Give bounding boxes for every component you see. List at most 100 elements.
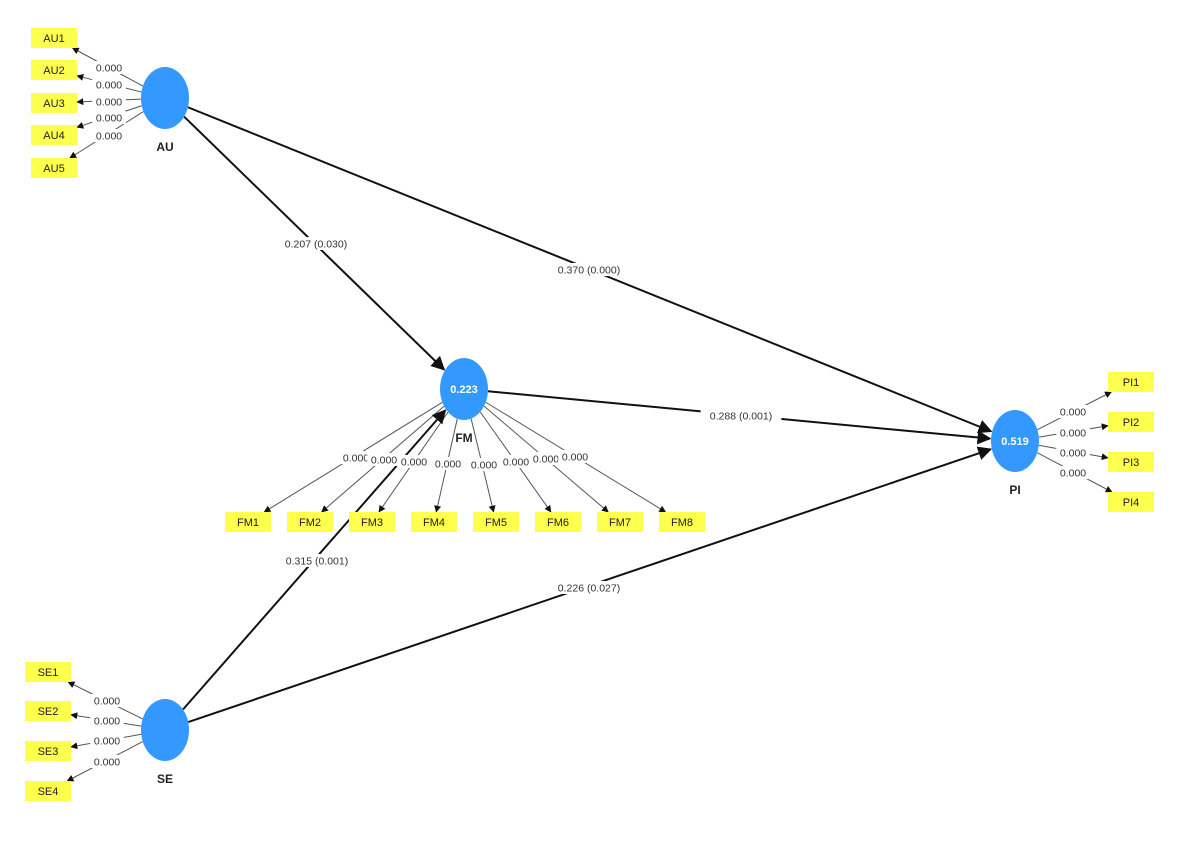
indicator-pi1[interactable]: PI1 xyxy=(1108,372,1154,392)
loading-label-pi3-group: 0.000 xyxy=(1056,446,1090,460)
indicator-label: AU2 xyxy=(43,65,64,77)
indicator-label: FM3 xyxy=(361,517,383,529)
loading-label-fm8-bg xyxy=(558,450,592,463)
loading-label-se2-group: 0.000 xyxy=(90,714,124,728)
indicator-box xyxy=(1108,452,1154,472)
loading-label-fm2: 0.000 xyxy=(371,455,397,467)
loading-label-fm3: 0.000 xyxy=(401,457,427,469)
indicator-box xyxy=(349,512,395,532)
loading-label-au5: 0.000 xyxy=(96,131,122,143)
indicator-pi2[interactable]: PI2 xyxy=(1108,412,1154,432)
path-coefficient-au-pi-group: 0.370 (0.000) xyxy=(548,263,630,277)
loading-label-pi3: 0.000 xyxy=(1060,448,1086,460)
indicator-label: SE1 xyxy=(38,667,59,679)
loading-label-se1-bg xyxy=(90,694,124,707)
loading-label-fm1: 0.000 xyxy=(343,453,369,465)
latent-ellipse xyxy=(141,699,189,761)
indicator-se3[interactable]: SE3 xyxy=(25,741,71,761)
indicator-label: FM2 xyxy=(299,517,321,529)
path-coefficient-au-fm-bg xyxy=(275,237,357,250)
indicator-fm3[interactable]: FM3 xyxy=(349,512,395,532)
indicator-au4[interactable]: AU4 xyxy=(31,125,77,145)
loading-label-fm1-bg xyxy=(339,451,373,464)
indicator-label: PI2 xyxy=(1123,417,1140,429)
indicator-label: PI4 xyxy=(1123,497,1140,509)
latent-ellipse xyxy=(440,358,488,420)
loading-label-pi2-bg xyxy=(1056,426,1090,439)
indicator-se2[interactable]: SE2 xyxy=(25,701,71,721)
loading-label-pi2-group: 0.000 xyxy=(1056,426,1090,440)
r-squared-value: 0.519 xyxy=(1001,436,1029,448)
loading-label-au3-bg xyxy=(92,95,126,108)
loading-label-fm2-group: 0.000 xyxy=(367,453,401,467)
latent-ellipse xyxy=(991,410,1039,472)
loading-label-pi1-bg xyxy=(1056,405,1090,418)
loading-label-au3: 0.000 xyxy=(96,97,122,109)
indicator-pi4[interactable]: PI4 xyxy=(1108,492,1154,512)
path-coefficient-se-fm: 0.315 (0.001) xyxy=(286,556,348,568)
indicator-label: FM7 xyxy=(609,517,631,529)
indicator-box xyxy=(25,781,71,801)
loading-label-fm6: 0.000 xyxy=(503,457,529,469)
indicator-se1[interactable]: SE1 xyxy=(25,662,71,682)
indicator-label: AU3 xyxy=(43,98,64,110)
indicator-fm6[interactable]: FM6 xyxy=(535,512,581,532)
indicator-se4[interactable]: SE4 xyxy=(25,781,71,801)
loading-label-fm5-group: 0.000 xyxy=(467,458,501,472)
indicator-fm5[interactable]: FM5 xyxy=(473,512,519,532)
indicator-label: AU1 xyxy=(43,33,64,45)
indicator-box xyxy=(597,512,643,532)
path-coefficient-fm-pi: 0.288 (0.001) xyxy=(710,411,772,423)
indicator-box xyxy=(25,662,71,682)
latent-name: PI xyxy=(1009,483,1020,497)
loading-label-au4-bg xyxy=(92,111,126,124)
indicator-fm2[interactable]: FM2 xyxy=(287,512,333,532)
indicator-label: FM5 xyxy=(485,517,507,529)
latent-name: FM xyxy=(455,431,472,445)
indicator-label: SE3 xyxy=(38,746,59,758)
latent-name: AU xyxy=(156,140,173,154)
path-coefficient-au-pi: 0.370 (0.000) xyxy=(558,265,620,277)
loading-label-au2-group: 0.000 xyxy=(92,78,126,92)
indicator-box xyxy=(31,158,77,178)
indicator-au5[interactable]: AU5 xyxy=(31,158,77,178)
indicator-label: FM8 xyxy=(671,517,693,529)
indicator-au3[interactable]: AU3 xyxy=(31,93,77,113)
loading-label-fm5-bg xyxy=(467,458,501,471)
indicator-box xyxy=(535,512,581,532)
indicator-box xyxy=(411,512,457,532)
path-coefficient-se-pi-bg xyxy=(548,581,630,594)
loading-label-se3: 0.000 xyxy=(94,736,120,748)
indicator-au2[interactable]: AU2 xyxy=(31,60,77,80)
indicator-label: AU4 xyxy=(43,130,64,142)
path-coefficient-se-pi-group: 0.226 (0.027) xyxy=(548,581,630,595)
loading-label-fm7-group: 0.000 xyxy=(529,452,563,466)
indicator-box xyxy=(31,28,77,48)
loading-label-fm2-bg xyxy=(367,453,401,466)
path-coefficient-au-pi-bg xyxy=(548,263,630,276)
loading-label-fm1-group: 0.000 xyxy=(339,451,373,465)
loading-label-se3-bg xyxy=(90,734,124,747)
indicator-box xyxy=(31,93,77,113)
indicator-fm8[interactable]: FM8 xyxy=(659,512,705,532)
loading-label-pi3-bg xyxy=(1056,446,1090,459)
indicator-box xyxy=(1108,492,1154,512)
indicator-fm4[interactable]: FM4 xyxy=(411,512,457,532)
indicator-label: SE4 xyxy=(38,786,59,798)
indicator-label: PI3 xyxy=(1123,457,1140,469)
indicator-fm7[interactable]: FM7 xyxy=(597,512,643,532)
loading-label-se2-bg xyxy=(90,714,124,727)
indicator-au1[interactable]: AU1 xyxy=(31,28,77,48)
loading-label-pi1-group: 0.000 xyxy=(1056,405,1090,419)
indicator-pi3[interactable]: PI3 xyxy=(1108,452,1154,472)
indicator-label: FM6 xyxy=(547,517,569,529)
latent-au[interactable]: AU xyxy=(141,67,189,154)
loading-label-au3-group: 0.000 xyxy=(92,95,126,109)
indicator-fm1[interactable]: FM1 xyxy=(225,512,271,532)
latent-se[interactable]: SE xyxy=(141,699,189,786)
loading-label-au4: 0.000 xyxy=(96,113,122,125)
